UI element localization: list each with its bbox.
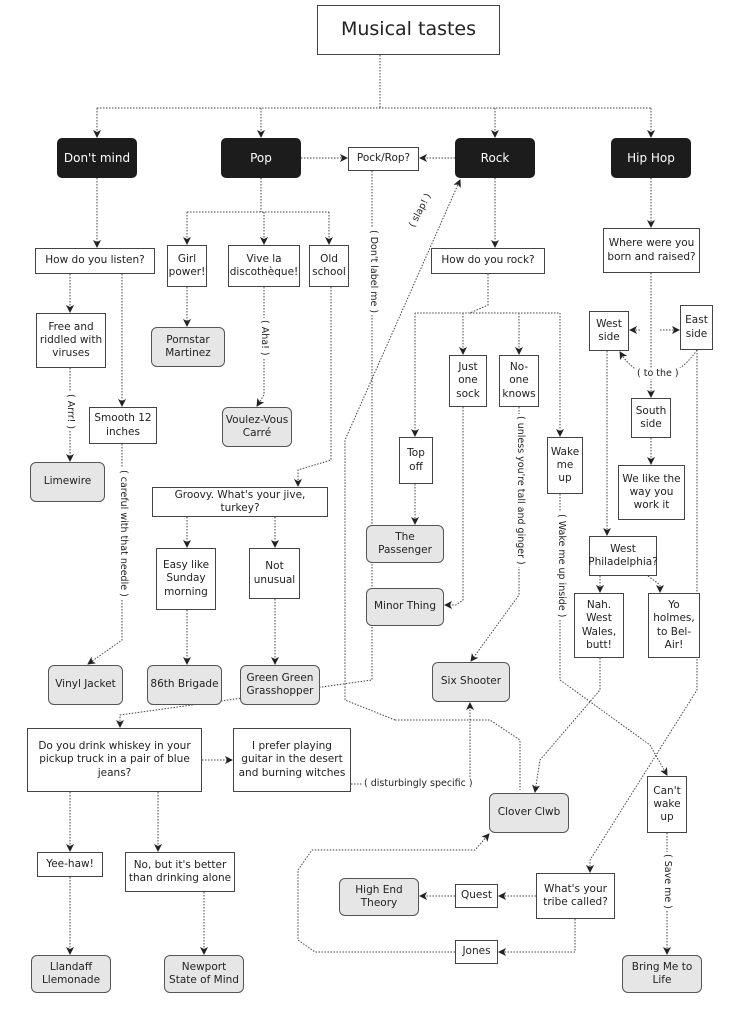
edge-label-ginger: ( unless you're tall and ginger ) — [515, 414, 526, 567]
option-not-unusual: Not unusual — [249, 548, 300, 599]
option-work-it: We like the way you work it — [618, 465, 685, 520]
category-rock: Rock — [455, 138, 535, 178]
answer-voulez-vous: Voulez-Vous Carré — [222, 407, 292, 447]
answer-the-passenger: The Passenger — [366, 525, 444, 563]
option-cant-wake-up: Can't wake up — [647, 776, 687, 833]
question-west-philadelphia: West Philadelphia? — [588, 536, 658, 576]
answer-limewire: Limewire — [30, 462, 105, 502]
option-yee-haw: Yee-haw! — [37, 852, 103, 877]
edge-label-to-the: ( to the ) — [635, 368, 681, 379]
option-prefer-guitar: I prefer playing guitar in the desert an… — [233, 728, 351, 792]
question-how-rock: How do you rock? — [431, 248, 545, 274]
option-yo-holmes: Yo holmes, to Bel-Air! — [648, 593, 700, 658]
option-just-one-sock: Just one sock — [449, 355, 487, 407]
option-jones: Jones — [455, 940, 498, 964]
category-pop: Pop — [221, 138, 301, 178]
option-easy: Easy like Sunday morning — [156, 548, 216, 610]
option-south-side: South side — [631, 398, 671, 438]
answer-pornstar-martinez: Pornstar Martinez — [151, 327, 225, 367]
answer-bring-me-to-life: Bring Me to Life — [622, 955, 702, 993]
option-vive-la-discotheque: Vive la discothèque! — [228, 245, 300, 287]
option-no-one-knows: No-one knows — [499, 355, 539, 407]
category-hiphop: Hip Hop — [611, 138, 691, 178]
option-east-side: East side — [680, 305, 713, 350]
question-born-raised: Where were you born and raised? — [603, 228, 700, 273]
answer-llandaff-llemonade: Llandaff Llemonade — [31, 955, 111, 993]
answer-clover-clwb: Clover Clwb — [489, 793, 569, 833]
question-how-listen: How do you listen? — [35, 248, 155, 274]
question-tribe: What's your tribe called? — [536, 873, 615, 919]
option-top-off: Top off — [399, 437, 433, 484]
edge-label-dont-label: ( Don't label me ) — [368, 228, 379, 316]
chart-title: Musical tastes — [317, 5, 500, 55]
option-smooth: Smooth 12 inches — [89, 407, 157, 444]
edge-label-disturbingly-specific: ( disturbingly specific ) — [362, 778, 475, 789]
node-pock-rop: Pock/Rop? — [348, 147, 419, 171]
question-whiskey: Do you drink whiskey in your pickup truc… — [27, 728, 202, 792]
edge-label-save-me: ( Save me ) — [662, 852, 673, 911]
question-groovy: Groovy. What's your jive, turkey? — [152, 487, 328, 517]
option-free: Free and riddled with viruses — [36, 313, 106, 368]
option-nah: Nah. West Wales, butt! — [574, 593, 624, 658]
edge-label-wake-inside: ( Wake me up inside ) — [556, 512, 567, 620]
category-dont-mind: Don't mind — [57, 138, 137, 178]
answer-vinyl-jacket: Vinyl Jacket — [48, 665, 123, 705]
answer-86th-brigade: 86th Brigade — [147, 665, 222, 705]
answer-minor-thing: Minor Thing — [366, 588, 444, 626]
option-west-side: West side — [589, 311, 629, 351]
answer-newport: Newport State of Mind — [164, 955, 244, 993]
answer-green-grasshopper: Green Green Grasshopper — [240, 665, 320, 705]
edge-label-aha: ( Aha! ) — [259, 318, 270, 358]
option-old-school: Old school — [309, 245, 349, 287]
option-quest: Quest — [455, 884, 498, 908]
option-no-but: No, but it's better than drinking alone — [125, 852, 235, 892]
answer-high-end-theory: High End Theory — [339, 878, 419, 916]
option-girl-power: Girl power! — [167, 245, 207, 287]
edge-label-needle: ( careful with that needle ) — [118, 468, 129, 599]
option-wake-me-up: Wake me up — [547, 437, 583, 494]
answer-six-shooter: Six Shooter — [432, 662, 510, 702]
edge-label-arrr: ( Arrr! ) — [65, 392, 76, 432]
